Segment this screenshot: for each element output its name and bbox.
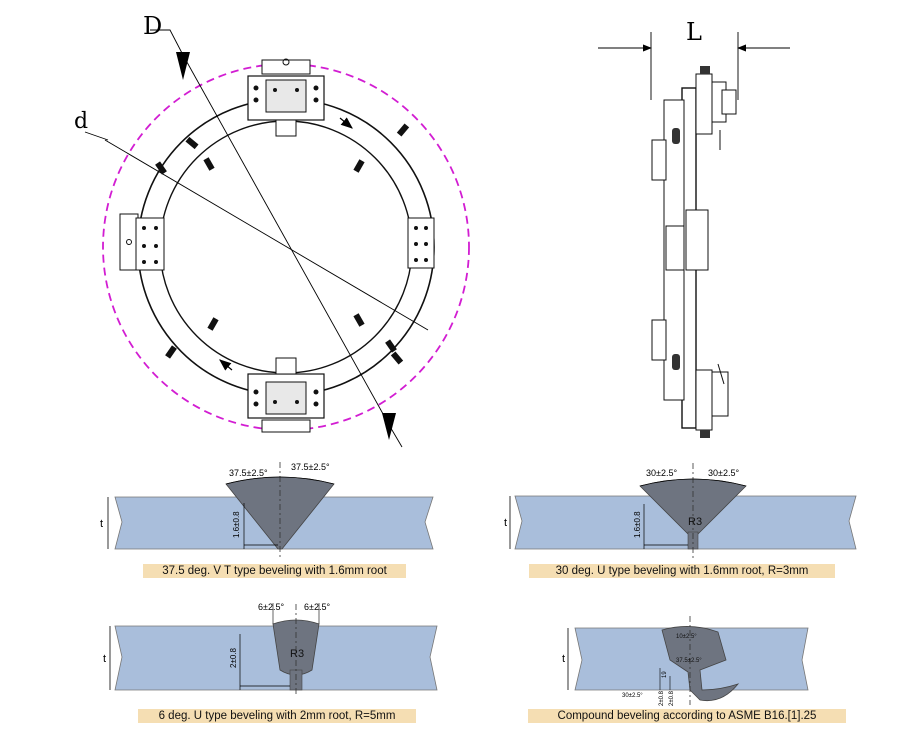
ring-pads (155, 123, 410, 365)
dim-b-compound: 2±0.8 (659, 690, 665, 706)
side-view: L (598, 18, 790, 438)
angle-mid-compound: 37.5±2.5° (676, 658, 702, 664)
root-u30: 1.6±0.8 (633, 511, 642, 538)
dim-a-compound: 19 (662, 671, 668, 678)
caption-u30: 30 deg. U type beveling with 1.6mm root,… (529, 564, 835, 578)
outer-dim-label: D (143, 12, 162, 40)
caption-vt: 37.5 deg. V T type beveling with 1.6mm r… (143, 564, 406, 578)
thickness-compound: t (562, 653, 565, 665)
angle-bottom-compound: 30±2.5° (622, 693, 643, 699)
groove-compound (661, 626, 740, 702)
angle-left-u30: 30±2.5° (646, 468, 677, 478)
inner-ring (159, 120, 413, 374)
diameter-line-d (104, 139, 429, 331)
angle-right-u6: 6±2.5° (304, 602, 330, 612)
front-view: D d (74, 12, 470, 448)
plate-u6 (114, 625, 438, 691)
diameter-line-D (182, 54, 393, 431)
panel-vt: 37.5±2.5° 37.5±2.5° t 1.6±0.8 (100, 462, 434, 560)
top-clamp-assembly (247, 58, 325, 137)
length-dim-label: L (686, 18, 702, 46)
right-clamp-assembly (407, 217, 435, 269)
left-clamp-assembly (119, 213, 165, 271)
panel-u30: 30±2.5° 30±2.5° R3 t 1.6±0.8 (504, 463, 857, 560)
angle-left-u6: 6±2.5° (258, 602, 284, 612)
outer-ring (137, 98, 435, 396)
radius-u30: R3 (688, 516, 702, 528)
bottom-clamp-assembly (247, 357, 325, 433)
angle-right-u30: 30±2.5° (708, 468, 739, 478)
dim-c-compound: 2±0.8 (669, 690, 675, 706)
panel-compound: 10±2.5° 37.5±2.5° 30±2.5° t 19 2±0.8 2±0… (562, 616, 809, 706)
angle-left-vt: 37.5±2.5° (229, 468, 268, 478)
angle-right-vt: 37.5±2.5° (291, 462, 330, 472)
thickness-vt: t (100, 518, 103, 530)
caption-compound: Compound beveling according to ASME B16.… (528, 709, 846, 723)
inner-dim-label: d (74, 109, 88, 134)
root-u6: 2±0.8 (229, 647, 238, 668)
thickness-u6: t (103, 653, 106, 665)
angle-top-compound: 10±2.5° (676, 634, 697, 640)
root-vt: 1.6±0.8 (232, 511, 241, 538)
thickness-u30: t (504, 517, 507, 529)
caption-u6: 6 deg. U type beveling with 2mm root, R=… (138, 709, 416, 723)
panel-u6: 6±2.5° 6±2.5° R3 t 2±0.8 (103, 602, 438, 696)
radius-u6: R3 (290, 648, 304, 660)
